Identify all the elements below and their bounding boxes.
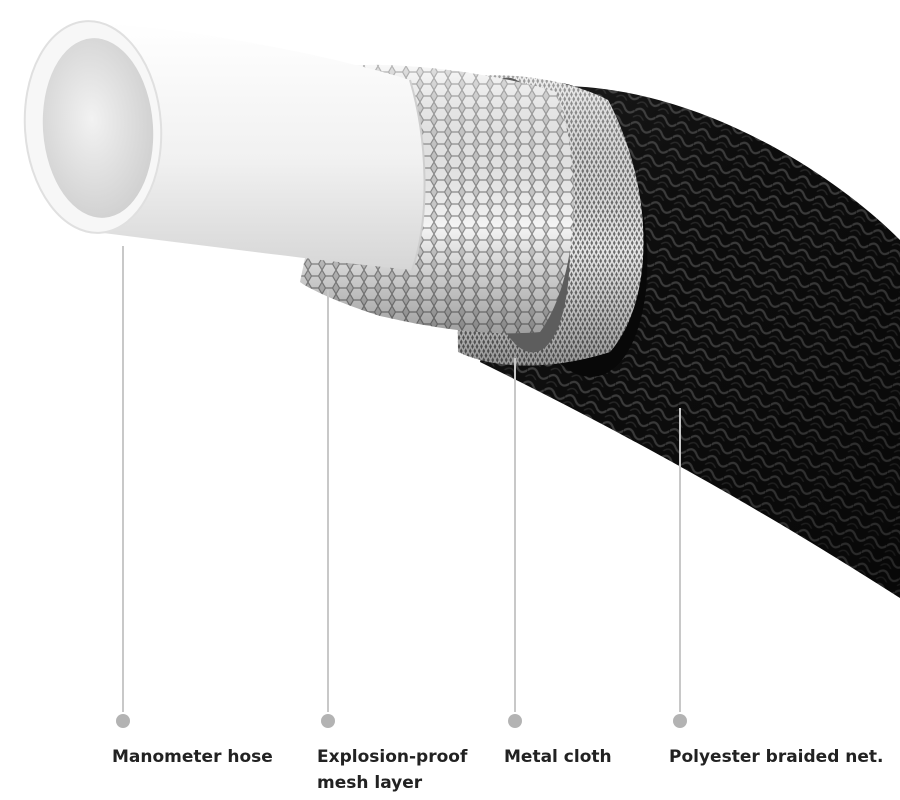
label-line: Explosion-proof [317, 747, 468, 767]
label-metal-cloth: Metal cloth [504, 744, 612, 770]
marker-polyester-braid [673, 714, 687, 728]
leader-lines [116, 246, 687, 728]
marker-metal-cloth [508, 714, 522, 728]
label-manometer-hose: Manometer hose [112, 744, 273, 770]
manometer-hose-tube [23, 20, 426, 271]
label-line: Polyester braided net. [669, 747, 884, 767]
label-line: Metal cloth [504, 747, 612, 767]
marker-manometer-hose [116, 714, 130, 728]
label-line: mesh layer [317, 773, 423, 793]
marker-explosion-proof-mesh [321, 714, 335, 728]
label-line: Manometer hose [112, 747, 273, 767]
label-explosion-proof-mesh: Explosion-proof mesh layer [317, 744, 467, 796]
label-polyester-braid: Polyester braided net. [669, 744, 884, 770]
